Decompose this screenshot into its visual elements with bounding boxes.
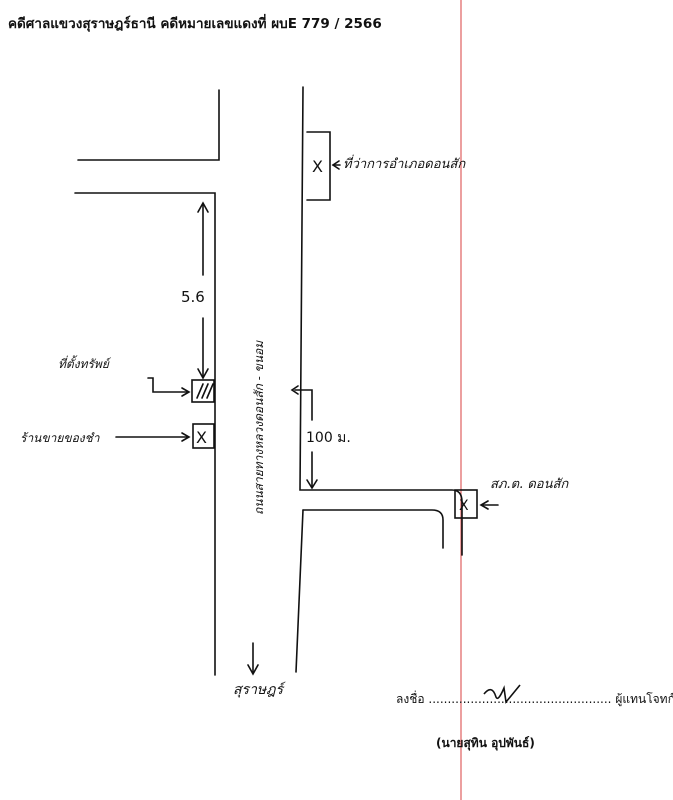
main-road-lower-edge bbox=[295, 509, 304, 673]
label-house: ที่ตั้งทรัพย์ bbox=[58, 355, 112, 371]
signer-role: ผู้แทนโจทก์ bbox=[615, 692, 673, 706]
sign-dots: ........................................… bbox=[428, 692, 612, 706]
main-road-right-edge bbox=[299, 86, 463, 556]
sign-label: ลงชื่อ bbox=[396, 692, 425, 706]
sign-line: ลงชื่อ .................................… bbox=[396, 690, 673, 709]
district-office-x: X bbox=[312, 157, 323, 176]
signature-scribble bbox=[483, 684, 521, 704]
case-number: 779 / 2566 bbox=[301, 16, 382, 32]
shop-x: X bbox=[196, 428, 207, 447]
label-road-name: ถนนสายทางหลวงดอนสัก - ขนอม bbox=[252, 340, 266, 515]
label-police: สภ.ต. ดอนสัก bbox=[490, 477, 569, 492]
signer-name: (นายสุทิน อุปพันธ์) bbox=[436, 736, 535, 750]
side-road-top-edge bbox=[77, 89, 220, 161]
label-shop: ร้านขายของชำ bbox=[20, 431, 101, 445]
label-district-office: ที่ว่าการอำเภอดอนสัก bbox=[343, 154, 466, 172]
branch-road-lower-edge bbox=[302, 509, 444, 549]
label-destination: สุราษฎร์ bbox=[233, 681, 286, 698]
district-office-box bbox=[306, 131, 331, 201]
label-distance-left: 5.6 bbox=[181, 288, 205, 306]
shop-box bbox=[192, 423, 215, 449]
court-text: คดีศาลแขวงสุราษฎร์ธานี คดีหมายเลขแดงที่ … bbox=[8, 16, 297, 32]
side-road-bottom-edge bbox=[74, 192, 216, 676]
house-box bbox=[191, 379, 215, 403]
document-header: คดีศาลแขวงสุราษฎร์ธานี คดีหมายเลขแดงที่ … bbox=[8, 12, 382, 34]
police-x: X bbox=[459, 498, 469, 514]
label-distance-right: 100 ม. bbox=[306, 430, 351, 446]
police-box bbox=[454, 489, 478, 519]
